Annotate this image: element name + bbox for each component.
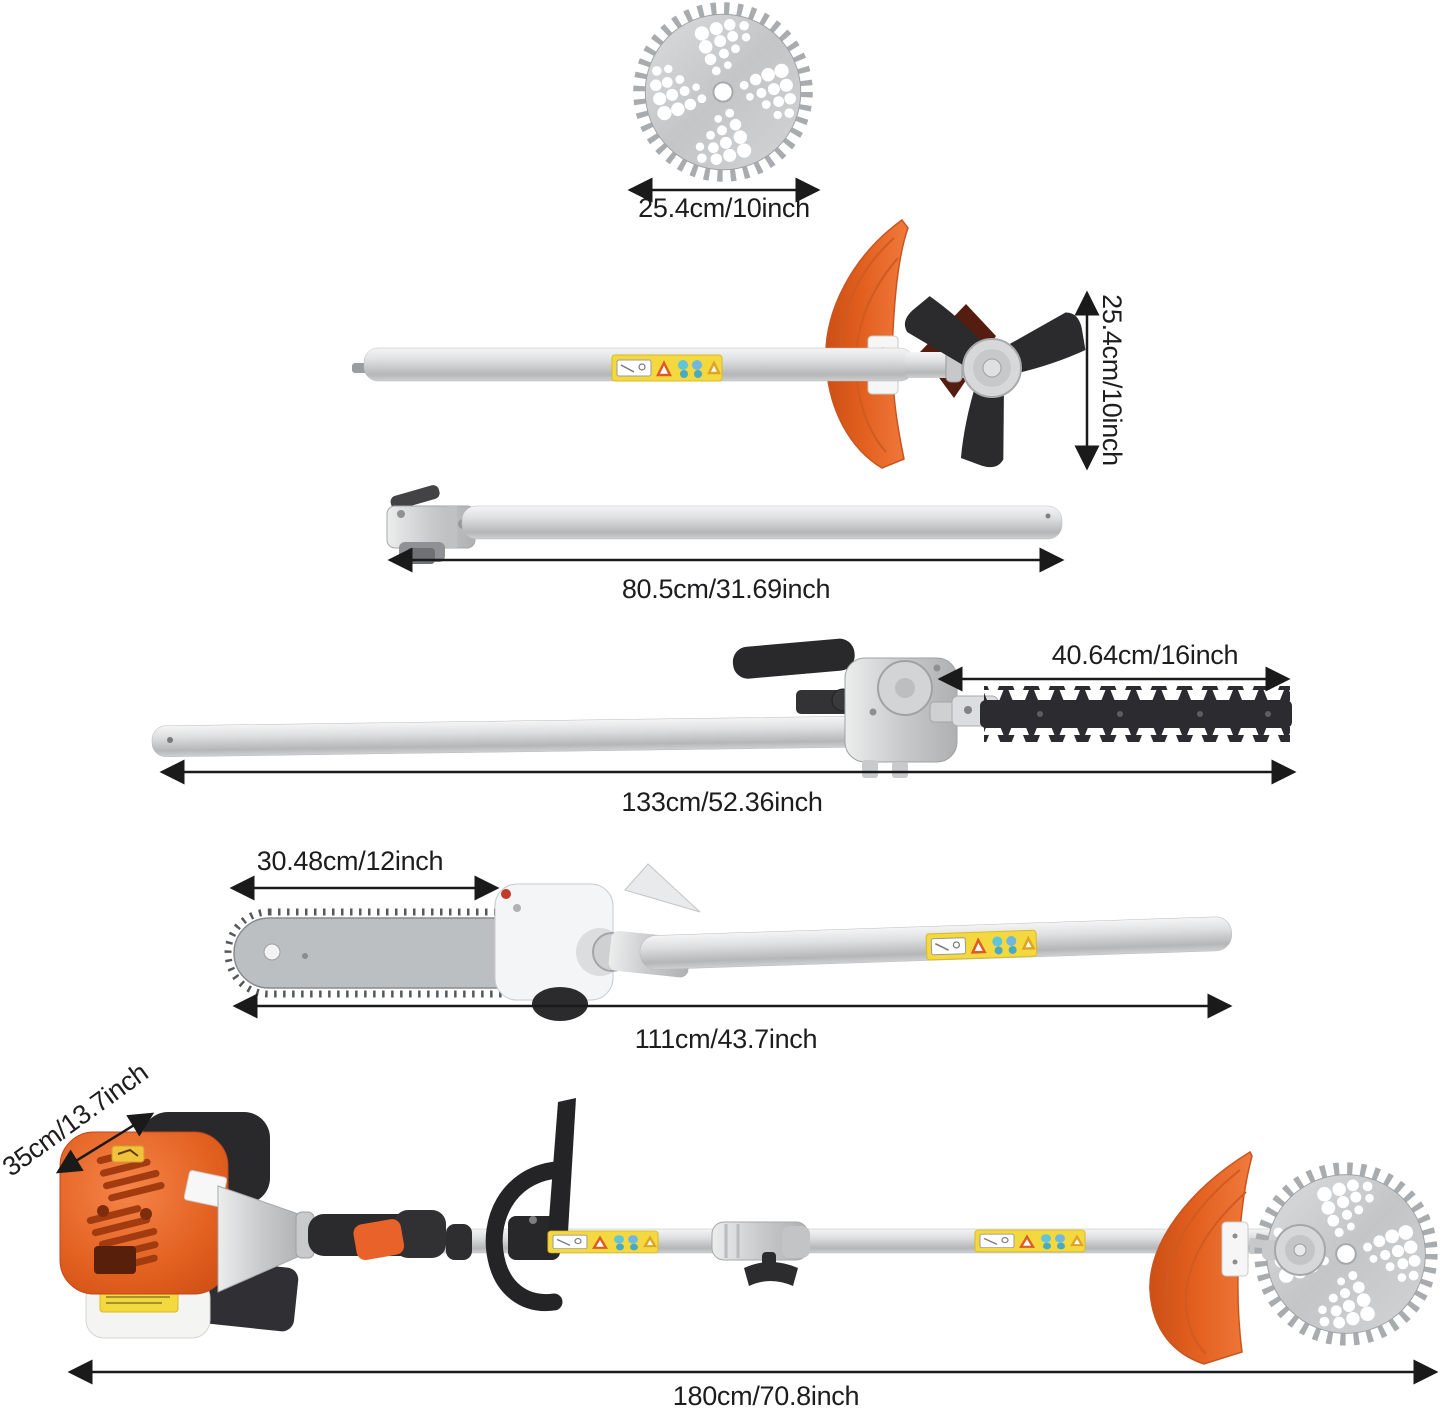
tension-dot	[501, 889, 511, 899]
hedge-pole	[151, 716, 859, 758]
engine-size-arrow	[55, 1112, 155, 1174]
bar-length-label: 30.48cm/12inch	[256, 846, 444, 876]
brand-sticker	[111, 1145, 145, 1163]
extension-pole	[386, 485, 1063, 564]
blade-diameter-label: 25.4cm/10inch	[638, 193, 810, 223]
saw-blade-top	[639, 8, 806, 175]
hedge-blade-teeth-top	[984, 686, 1290, 701]
oil-cap	[532, 987, 588, 1021]
hedge-total-label: 133cm/52.36inch	[621, 787, 823, 817]
blade-guard	[825, 218, 909, 469]
grip-handle	[732, 638, 855, 679]
loop-handle	[485, 1161, 565, 1312]
hedge-blade-label: 40.64cm/16inch	[1051, 640, 1239, 670]
cutter-width-label: 25.4cm/10inch	[1097, 294, 1127, 466]
total-length-label: 180cm/70.8inch	[672, 1381, 860, 1408]
warning-label	[973, 1228, 1087, 1254]
warning-label	[610, 353, 724, 383]
hedge-blade-teeth-bottom	[984, 727, 1290, 742]
throttle-trigger	[353, 1219, 405, 1261]
coupler-lever	[390, 485, 440, 510]
extension-length-label: 80.5cm/31.69inch	[621, 574, 831, 604]
guard-rib	[838, 237, 895, 363]
warning-label	[546, 1229, 660, 1255]
brush-cutter-attachment	[352, 218, 1090, 470]
hedge-blade-bar	[980, 700, 1292, 728]
guard-bracket	[1221, 1221, 1249, 1277]
coupler-knob	[744, 1262, 798, 1286]
warning-label	[924, 928, 1039, 962]
pole-tube	[461, 505, 1063, 540]
full-assembly	[59, 1098, 1431, 1365]
chainsaw-total-label: 111cm/43.7inch	[634, 1024, 818, 1054]
handle-clamp	[508, 1216, 560, 1260]
